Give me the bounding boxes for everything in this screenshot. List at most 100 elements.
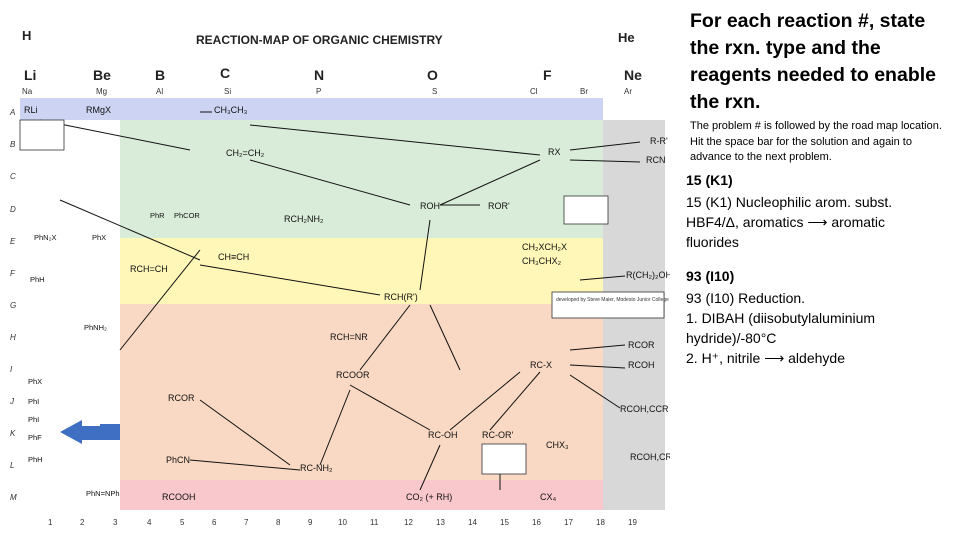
- problem-panel: For each reaction #, state the rxn. type…: [686, 0, 956, 368]
- svg-text:5: 5: [180, 518, 185, 527]
- svg-text:CH≡CH: CH≡CH: [218, 252, 249, 262]
- svg-text:19: 19: [628, 518, 637, 527]
- map-title: REACTION-MAP OF ORGANIC CHEMISTRY: [196, 33, 443, 47]
- svg-text:13: 13: [436, 518, 445, 527]
- svg-text:F: F: [10, 269, 16, 278]
- svg-text:CH₃CH₃: CH₃CH₃: [214, 105, 248, 115]
- svg-text:RCOH: RCOH: [628, 360, 655, 370]
- svg-text:Si: Si: [224, 87, 231, 96]
- svg-text:15: 15: [500, 518, 509, 527]
- legend-carbonyl-box: [481, 443, 527, 475]
- svg-text:RCOR: RCOR: [168, 393, 195, 403]
- reaction-map-image: REACTION-MAP OF ORGANIC CHEMISTRY H He L…: [9, 28, 670, 527]
- svg-text:RCOOR: RCOOR: [336, 370, 370, 380]
- svg-text:11: 11: [370, 518, 379, 527]
- svg-text:RCH(R'): RCH(R'): [384, 292, 418, 302]
- problem-1-id: 15 (K1): [686, 171, 733, 188]
- svg-text:PhF: PhF: [28, 433, 42, 442]
- svg-text:C: C: [220, 65, 230, 81]
- element-he: He: [618, 30, 635, 45]
- svg-text:O: O: [427, 67, 438, 83]
- svg-text:PhH: PhH: [30, 275, 45, 284]
- svg-text:A: A: [9, 108, 15, 117]
- svg-text:Be: Be: [93, 67, 111, 83]
- band-green: [120, 120, 603, 238]
- band-blue: [20, 98, 603, 120]
- svg-text:PhH: PhH: [28, 455, 43, 464]
- problem-1-solution: 15 (K1) Nucleophilic arom. subst. HBF4/Δ…: [686, 192, 956, 252]
- legend-credit-box: [551, 291, 665, 319]
- svg-text:3: 3: [113, 518, 118, 527]
- svg-text:18: 18: [596, 518, 605, 527]
- row-letters: ABC DEF GHI JKL M: [9, 108, 17, 502]
- svg-text:RCOH,CR: RCOH,CR: [630, 452, 670, 462]
- svg-text:S: S: [432, 87, 437, 96]
- svg-text:R-R': R-R': [650, 136, 668, 146]
- svg-text:PhN=NPh: PhN=NPh: [86, 489, 120, 498]
- svg-text:Al: Al: [156, 87, 163, 96]
- svg-text:PhCN: PhCN: [166, 455, 190, 465]
- compound-labels: RLi RMgX CH₃CH₃ RX CH₂=CH₂ ROH ROR' RCH₂…: [24, 105, 670, 502]
- svg-text:ROH: ROH: [420, 201, 440, 211]
- svg-text:RCN: RCN: [646, 155, 666, 165]
- svg-text:8: 8: [276, 518, 281, 527]
- svg-text:PhI: PhI: [28, 397, 39, 406]
- svg-text:J: J: [9, 397, 15, 406]
- legend-note-box: [19, 119, 65, 151]
- svg-text:CH₂=CH₂: CH₂=CH₂: [226, 148, 265, 158]
- svg-text:ROR': ROR': [488, 201, 510, 211]
- svg-text:CH₂XCH₂X: CH₂XCH₂X: [522, 242, 567, 252]
- svg-text:RC-OR': RC-OR': [482, 430, 513, 440]
- problem-1-line-2: HBF4/Δ, aromatics ⟶ aromatic: [686, 213, 886, 230]
- svg-text:R(CH₂)₂OH: R(CH₂)₂OH: [626, 270, 670, 280]
- svg-text:Mg: Mg: [96, 87, 107, 96]
- svg-text:PhI: PhI: [28, 415, 39, 424]
- svg-text:Br: Br: [580, 87, 588, 96]
- problem-2-line-4: 2. H⁺, nitrile ⟶ aldehyde: [686, 349, 845, 366]
- svg-text:P: P: [316, 87, 321, 96]
- svg-text:PhX: PhX: [92, 233, 106, 242]
- svg-text:PhX: PhX: [28, 377, 42, 386]
- svg-text:9: 9: [308, 518, 313, 527]
- svg-text:12: 12: [404, 518, 413, 527]
- svg-text:RC-X: RC-X: [530, 360, 552, 370]
- svg-text:I: I: [10, 365, 13, 374]
- svg-text:M: M: [10, 493, 17, 502]
- svg-text:6: 6: [212, 518, 217, 527]
- svg-text:B: B: [10, 140, 16, 149]
- svg-text:Ne: Ne: [624, 67, 642, 83]
- svg-text:RLi: RLi: [24, 105, 38, 115]
- slide-instructions: The problem # is followed by the road ma…: [690, 120, 942, 163]
- svg-text:RCH=CH: RCH=CH: [130, 264, 168, 274]
- svg-text:C: C: [10, 172, 16, 181]
- svg-text:F: F: [543, 67, 552, 83]
- svg-text:PhN₂X: PhN₂X: [34, 233, 57, 242]
- svg-text:CHX₃: CHX₃: [546, 440, 569, 450]
- svg-text:E: E: [10, 237, 16, 246]
- svg-text:L: L: [10, 461, 14, 470]
- problem-1-line-1: 15 (K1) Nucleophilic arom. subst.: [686, 193, 893, 210]
- svg-text:RCOH,CCR: RCOH,CCR: [620, 404, 669, 414]
- legend-credit-text: developed by Steve Maier, Modesto Junior…: [556, 297, 669, 303]
- svg-text:PhR: PhR: [150, 211, 165, 220]
- band-yellow: [120, 238, 603, 304]
- svg-text:CH₃CHX₂: CH₃CHX₂: [522, 256, 562, 266]
- svg-text:RCOR: RCOR: [628, 340, 655, 350]
- problem-2-id: 93 (I10): [686, 267, 735, 284]
- svg-text:16: 16: [532, 518, 541, 527]
- svg-text:10: 10: [338, 518, 347, 527]
- svg-text:G: G: [10, 301, 16, 310]
- reaction-arrows: [39, 111, 641, 491]
- highlight-arrow-head: [60, 420, 82, 444]
- highlight-arrow-shaft: [80, 426, 120, 440]
- svg-text:Ar: Ar: [624, 87, 632, 96]
- svg-text:RMgX: RMgX: [86, 105, 111, 115]
- problem-2-solution: 93 (I10) Reduction. 1. DIBAH (diisobutyl…: [686, 288, 956, 368]
- legend-oxidation-level: [563, 195, 609, 225]
- svg-text:D: D: [10, 205, 16, 214]
- svg-text:1: 1: [48, 518, 53, 527]
- svg-text:H: H: [10, 333, 16, 342]
